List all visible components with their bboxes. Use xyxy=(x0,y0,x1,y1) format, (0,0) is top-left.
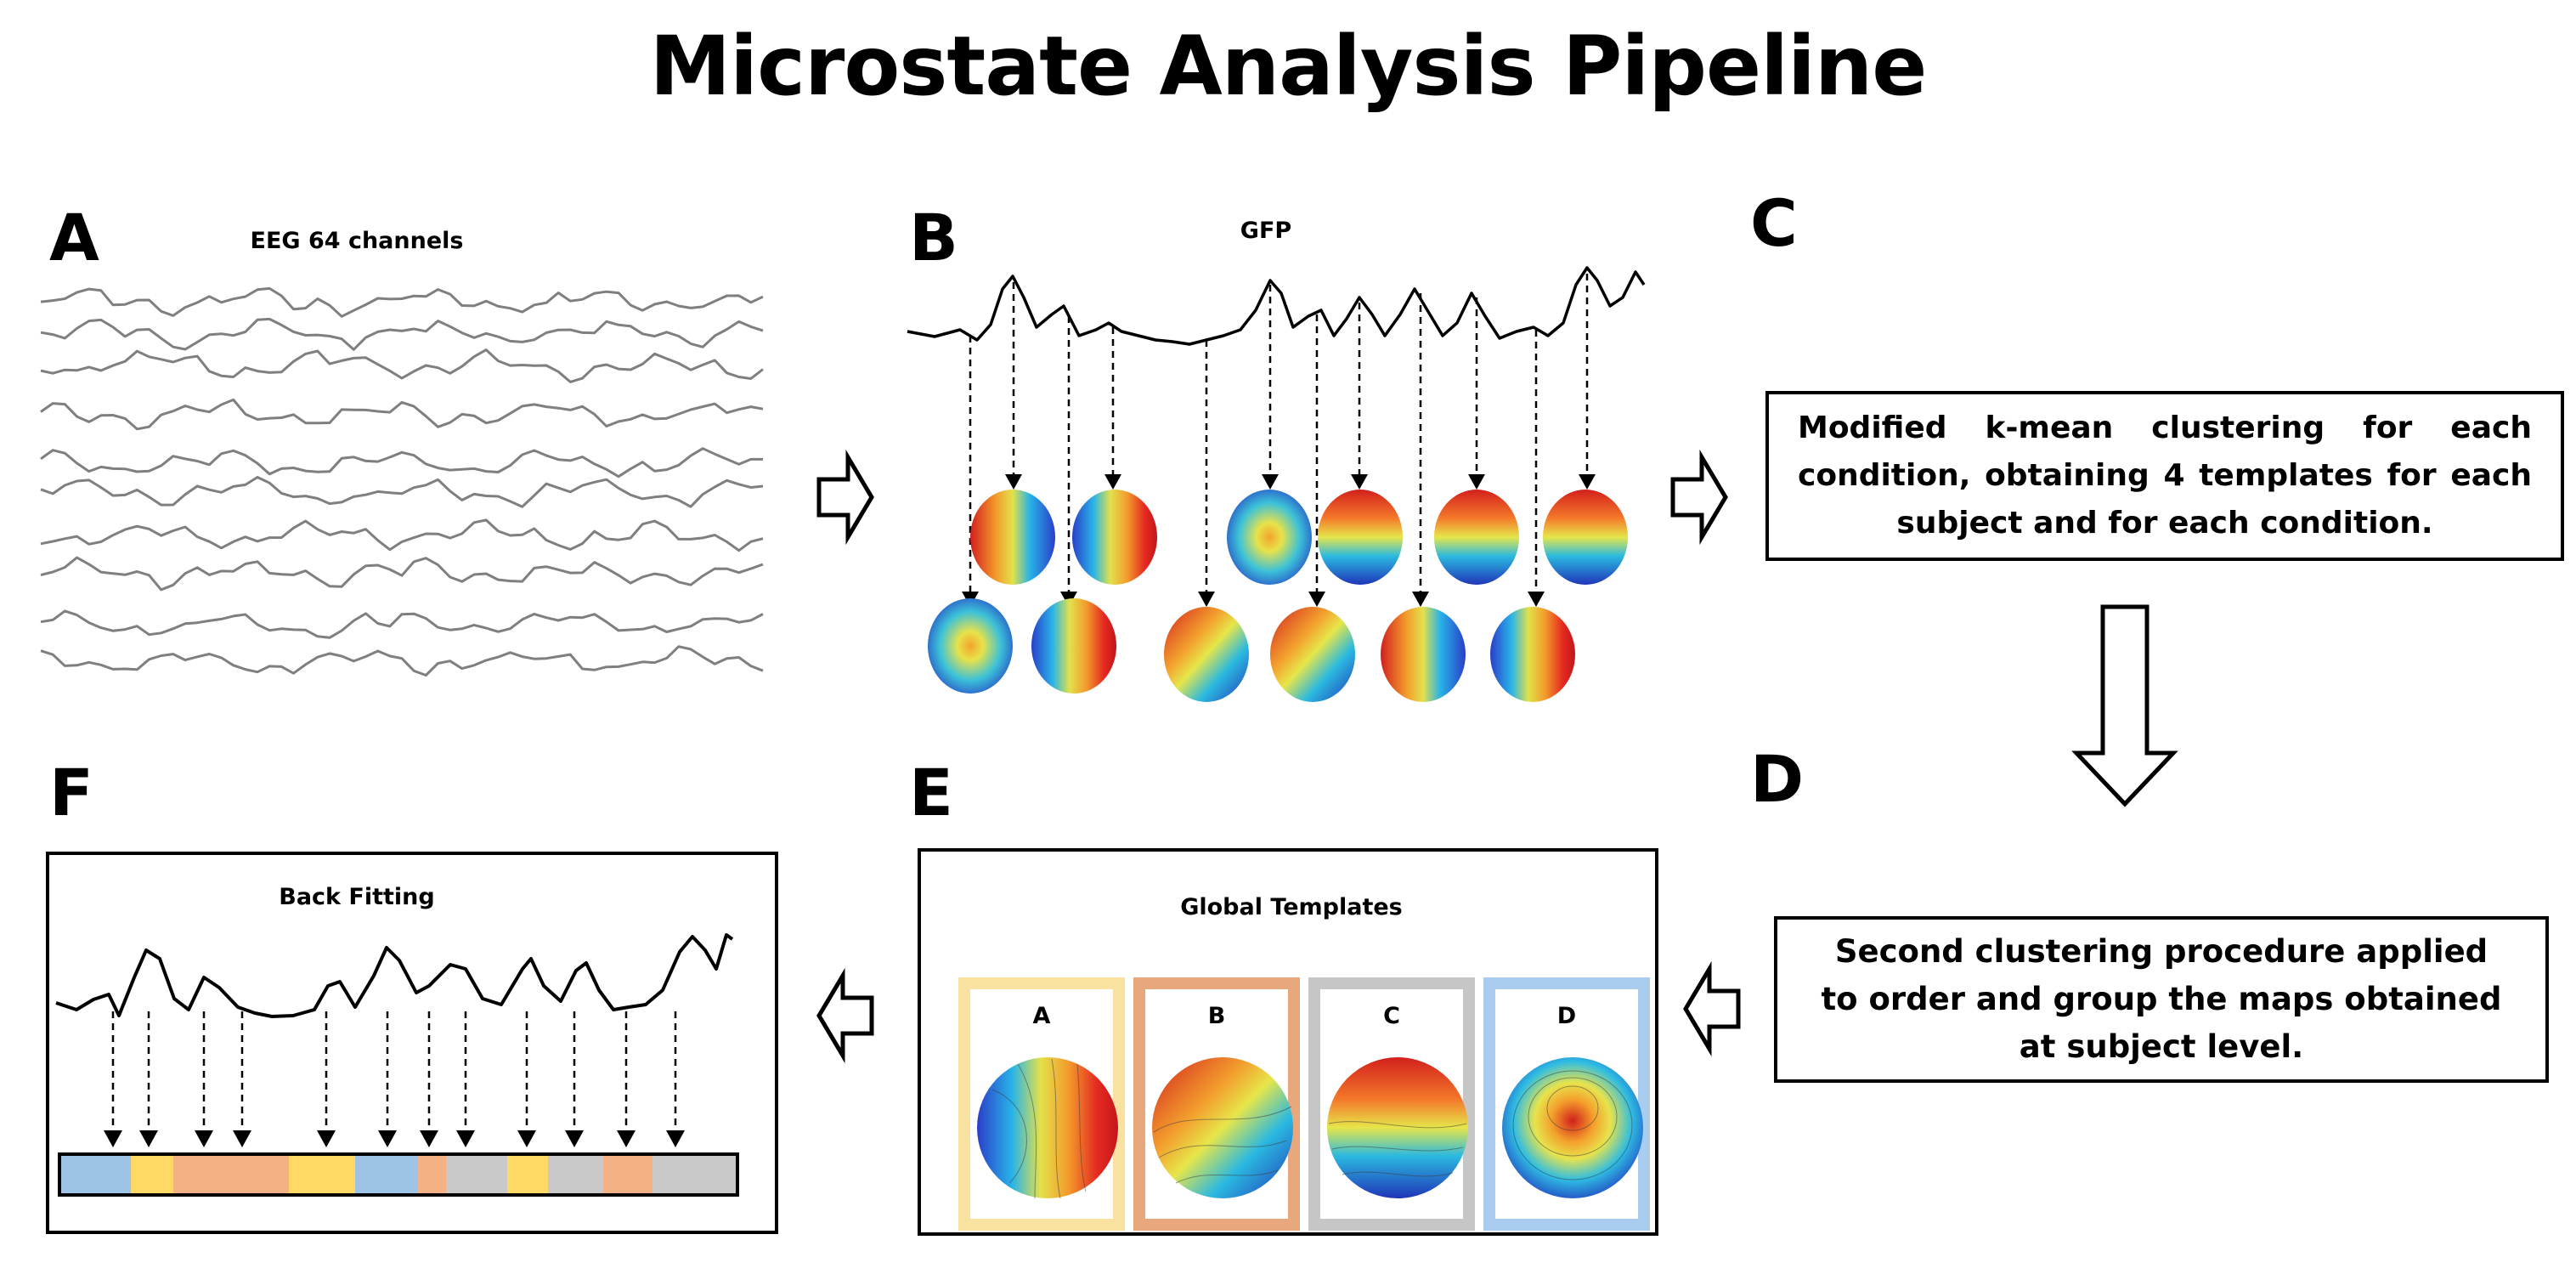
sequence-segment xyxy=(289,1154,355,1195)
arrowhead-icon xyxy=(1198,592,1215,607)
arrow-right-icon xyxy=(1670,449,1728,546)
topomap xyxy=(1164,607,1249,702)
eeg-trace xyxy=(40,398,764,431)
panel-letter-f: F xyxy=(49,755,93,830)
back-fitting-label: Back Fitting xyxy=(279,884,435,910)
sequence-segment xyxy=(418,1154,446,1195)
arrow-down-icon xyxy=(2071,604,2178,807)
panel-letter-a: A xyxy=(49,200,99,275)
panel-letter-e: E xyxy=(909,755,953,830)
sequence-segment xyxy=(131,1154,173,1195)
sequence-segment xyxy=(446,1154,507,1195)
template-c-letter: C xyxy=(1383,1003,1400,1029)
arrowhead-icon xyxy=(317,1130,336,1147)
topomap xyxy=(970,490,1055,585)
topomap xyxy=(1381,607,1466,702)
sequence-segment xyxy=(59,1154,131,1195)
arrowhead-icon xyxy=(517,1130,536,1147)
topomap xyxy=(1434,490,1519,585)
template-a: A xyxy=(958,977,1125,1231)
arrowhead-icon xyxy=(1351,474,1368,490)
arrowhead-icon xyxy=(1262,474,1279,490)
arrowhead-icon xyxy=(1412,592,1429,607)
topomap xyxy=(1490,607,1575,702)
arrowhead-icon xyxy=(565,1130,584,1147)
arrow-right-icon xyxy=(816,449,874,546)
panel-letter-b: B xyxy=(909,200,958,275)
global-templates-label: Global Templates xyxy=(1180,894,1403,920)
panel-letter-c: C xyxy=(1750,185,1798,261)
sequence-bar-outline xyxy=(58,1152,739,1197)
arrowhead-icon xyxy=(666,1130,685,1147)
arrowhead-icon xyxy=(195,1130,213,1147)
eeg-trace xyxy=(40,556,764,592)
eeg-channels-label: EEG 64 channels xyxy=(250,228,464,254)
page-title: Microstate Analysis Pipeline xyxy=(649,19,1928,114)
eeg-trace xyxy=(40,645,764,677)
topomap-a xyxy=(977,1057,1118,1199)
second-clustering-description: Second clustering procedure applied to o… xyxy=(1821,933,2502,1065)
sequence-segment xyxy=(652,1154,737,1195)
sequence-segment xyxy=(242,1154,289,1195)
topomap-b xyxy=(1152,1057,1293,1198)
sequence-segment xyxy=(548,1154,603,1195)
arrow-left-icon xyxy=(1683,960,1741,1057)
arrowhead-icon xyxy=(1528,592,1545,607)
arrowhead-icon xyxy=(420,1130,438,1147)
sequence-segment xyxy=(355,1154,418,1195)
eeg-trace xyxy=(40,476,764,508)
back-fitting-curve xyxy=(55,933,734,1018)
arrowhead-icon xyxy=(456,1130,475,1147)
kmeans-text-box: Modified k-mean clustering for each cond… xyxy=(1765,391,2564,561)
arrowhead-icon xyxy=(1308,592,1325,607)
eeg-trace xyxy=(40,447,763,478)
topomap xyxy=(1318,490,1403,585)
kmeans-description: Modified k-mean clustering for each cond… xyxy=(1798,411,2532,541)
sequence-segment xyxy=(603,1154,652,1195)
eeg-trace xyxy=(40,286,764,318)
topomap xyxy=(1031,598,1116,694)
eeg-trace xyxy=(40,317,764,351)
arrowhead-icon xyxy=(1005,474,1022,490)
template-b: B xyxy=(1133,977,1300,1231)
arrowhead-icon xyxy=(1468,474,1485,490)
arrowhead-icon xyxy=(378,1130,397,1147)
arrowhead-icon xyxy=(233,1130,251,1147)
eeg-trace xyxy=(40,348,764,383)
arrowhead-icon xyxy=(139,1130,158,1147)
eeg-trace xyxy=(40,518,764,552)
topomap xyxy=(1543,490,1628,585)
second-clustering-text-box: Second clustering procedure applied to o… xyxy=(1774,916,2549,1083)
topomap xyxy=(1227,490,1312,585)
topomap-d xyxy=(1502,1057,1643,1198)
topomap xyxy=(1072,490,1157,585)
arrowhead-icon xyxy=(617,1130,636,1147)
arrow-left-icon xyxy=(816,967,874,1064)
gfp-curve xyxy=(907,266,1646,346)
arrowhead-icon xyxy=(1104,474,1121,490)
topomap xyxy=(928,598,1013,694)
panel-letter-d: D xyxy=(1750,741,1805,817)
eeg-trace xyxy=(40,609,764,639)
arrowhead-icon xyxy=(104,1130,122,1147)
template-d: D xyxy=(1483,977,1650,1231)
template-a-letter: A xyxy=(1032,1003,1051,1029)
topomap-c xyxy=(1327,1057,1468,1198)
template-d-letter: D xyxy=(1556,1003,1577,1029)
topomap xyxy=(1270,607,1355,702)
sequence-segment xyxy=(173,1154,242,1195)
template-c: C xyxy=(1308,977,1475,1231)
sequence-segment xyxy=(507,1154,548,1195)
template-b-letter: B xyxy=(1207,1003,1226,1029)
arrowhead-icon xyxy=(1579,474,1596,490)
gfp-label: GFP xyxy=(1240,218,1292,244)
